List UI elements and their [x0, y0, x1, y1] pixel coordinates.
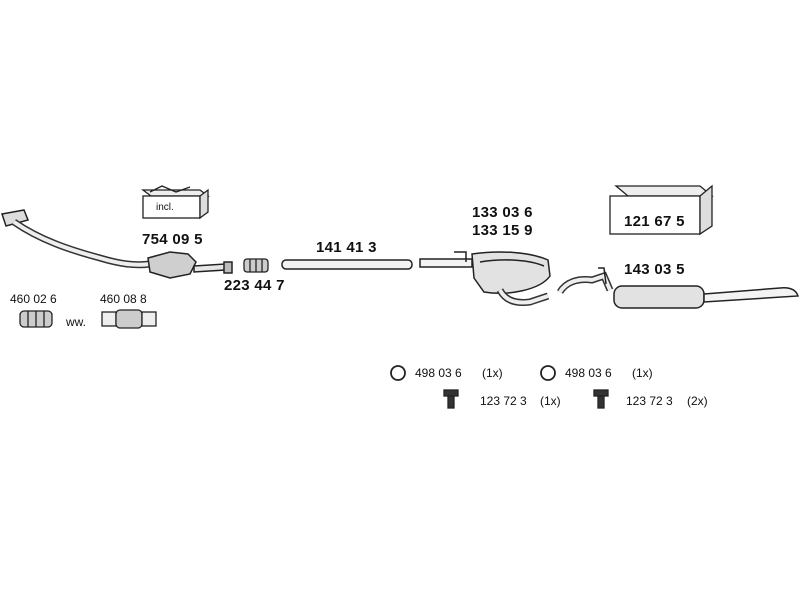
front-pipe-cat-label: 754 09 5: [142, 231, 203, 248]
mount-code-3: 498 03 6: [565, 366, 612, 380]
middle-pipe[interactable]: [281, 259, 413, 270]
middle-silencer[interactable]: [419, 251, 551, 306]
alt-part-1-label: 460 02 6: [10, 292, 57, 306]
rubber-hanger-icon: [443, 389, 609, 409]
mount-qty-1: (1x): [482, 366, 503, 380]
ww-label: ww.: [66, 315, 87, 329]
kit-box-drawing: [609, 184, 714, 236]
installation-kit-box: [141, 185, 210, 220]
incl-label: incl.: [156, 202, 174, 213]
rear-silencer[interactable]: [557, 267, 800, 309]
front-pipe-catalytic-converter[interactable]: [1, 209, 233, 279]
mount-code-2: 123 72 3: [480, 394, 527, 408]
mount-qty-2: (1x): [540, 394, 561, 408]
mount-qty-4: (2x): [687, 394, 708, 408]
alt-part-2-shape[interactable]: [101, 309, 157, 329]
mount-code-4: 123 72 3: [626, 394, 673, 408]
clamp-label: 223 44 7: [224, 277, 285, 294]
middle-silencer-a-label: 133 03 6: [472, 204, 533, 221]
middle-pipe-label: 141 41 3: [316, 239, 377, 256]
mount-qty-3: (1x): [632, 366, 653, 380]
ring-mount-icon: [390, 365, 556, 381]
mount-code-1: 498 03 6: [415, 366, 462, 380]
rear-silencer-label: 143 03 5: [624, 261, 685, 278]
middle-silencer-b-label: 133 15 9: [472, 222, 533, 239]
clamp[interactable]: [243, 258, 269, 273]
alt-part-1-shape[interactable]: [19, 310, 53, 328]
alt-part-2-label: 460 08 8: [100, 292, 147, 306]
kit-box-label: 121 67 5: [624, 213, 685, 230]
